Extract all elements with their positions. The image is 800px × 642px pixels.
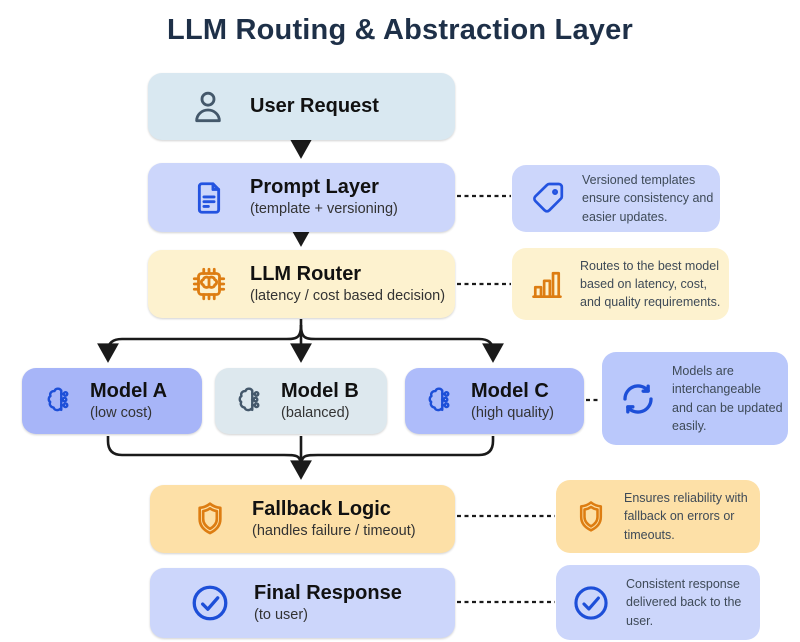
node-model-b: Model B (balanced) (215, 368, 387, 434)
node-title: Model A (90, 379, 168, 402)
callout-routing-note: Routes to the best model based on latenc… (512, 248, 729, 320)
bar-chart-icon (528, 265, 566, 303)
document-icon (190, 179, 228, 217)
brain-icon (233, 384, 267, 418)
node-subtitle: (handles failure / timeout) (252, 522, 416, 539)
node-subtitle: (high quality) (471, 404, 555, 421)
shield-icon (572, 498, 610, 536)
callout-text: Ensures reliability with fallback on err… (624, 491, 748, 542)
node-title: Model B (281, 379, 359, 402)
node-title: LLM Router (250, 262, 362, 285)
page-title: LLM Routing & Abstraction Layer (167, 14, 633, 46)
node-final-response: Final Response (to user) (150, 568, 455, 638)
node-title: Model C (471, 379, 549, 402)
node-prompt-layer: Prompt Layer (template + versioning) (148, 163, 455, 232)
brain-icon (423, 384, 457, 418)
tag-icon (530, 181, 566, 217)
node-llm-router: LLM Router (latency / cost based decisio… (148, 250, 455, 318)
brain-icon (42, 384, 76, 418)
node-title: Prompt Layer (250, 176, 379, 199)
callout-consistent-note: Consistent response delivered back to th… (556, 565, 760, 640)
callout-reliability-note: Ensures reliability with fallback on err… (556, 480, 760, 553)
shield-icon (190, 499, 230, 539)
node-user-request: User Request (148, 73, 455, 140)
node-model-a: Model A (low cost) (22, 368, 202, 434)
chip-icon (188, 263, 230, 305)
callout-text: Consistent response delivered back to th… (626, 577, 742, 628)
node-subtitle: (balanced) (281, 404, 350, 421)
refresh-icon (618, 379, 658, 419)
node-subtitle: (template + versioning) (250, 201, 398, 218)
node-model-c: Model C (high quality) (405, 368, 584, 434)
node-subtitle: (latency / cost based decision) (250, 287, 446, 304)
node-fallback-logic: Fallback Logic (handles failure / timeou… (150, 485, 455, 553)
callout-versioned-templates: Versioned templates ensure consistency a… (512, 165, 720, 232)
check-circle-icon (188, 581, 232, 625)
callout-text: Models are interchangeable and can be up… (672, 364, 783, 433)
node-title: User Request (250, 95, 379, 117)
callout-text: Routes to the best model based on latenc… (580, 258, 721, 310)
node-title: Final Response (254, 581, 402, 604)
callout-interchangeable-note: Models are interchangeable and can be up… (602, 352, 788, 445)
user-icon (188, 87, 228, 127)
node-subtitle: (low cost) (90, 404, 153, 421)
node-subtitle: (to user) (254, 606, 308, 623)
callout-text: Versioned templates ensure consistency a… (582, 173, 714, 224)
check-circle-icon (570, 582, 612, 624)
node-title: Fallback Logic (252, 497, 391, 520)
